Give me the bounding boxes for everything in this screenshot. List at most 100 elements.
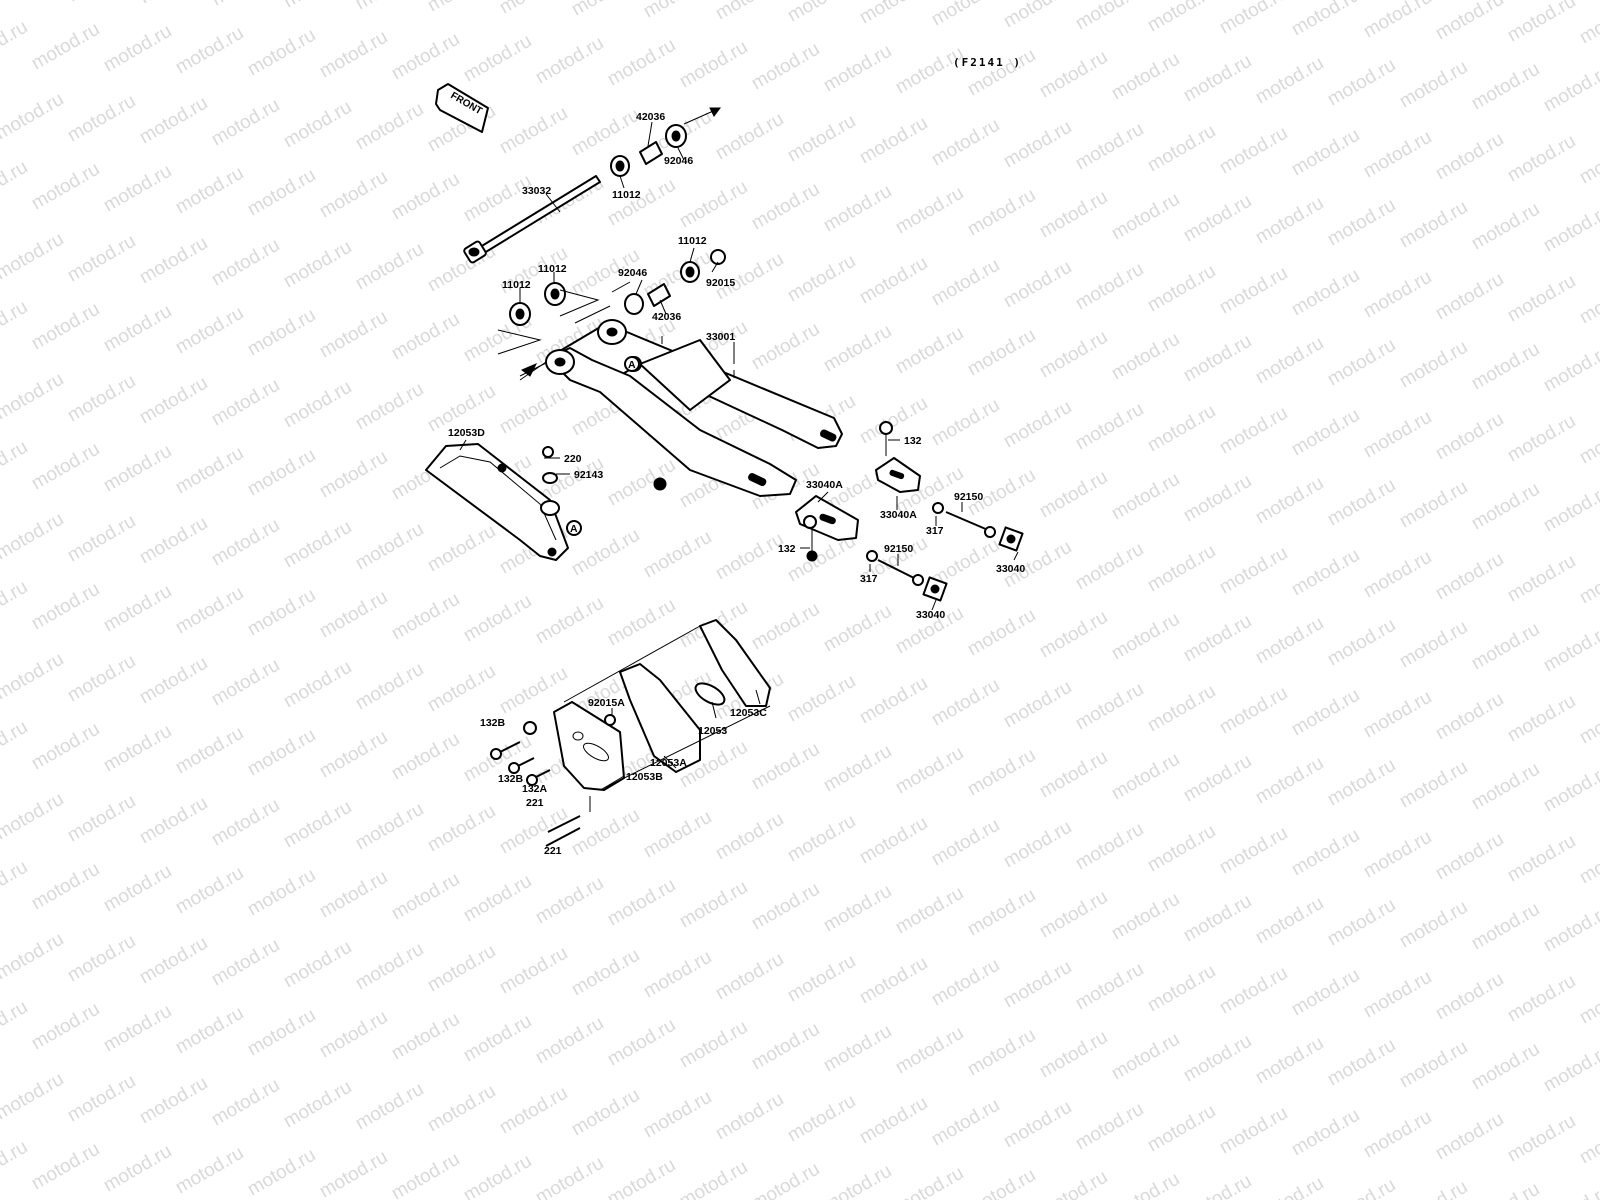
watermark-text: motod.ru (964, 185, 1039, 241)
watermark-text: motod.ru (1144, 401, 1219, 457)
watermark-text: motod.ru (640, 1087, 715, 1143)
swingarm-pivot-shaft (463, 175, 601, 264)
watermark-text: motod.ru (0, 577, 31, 633)
watermark-text: motod.ru (1216, 123, 1291, 179)
watermark-text: motod.ru (1252, 1033, 1327, 1089)
watermark-text: motod.ru (892, 183, 967, 239)
watermark-text: motod.ru (748, 319, 823, 375)
watermark-text: motod.ru (1288, 0, 1363, 40)
watermark-text: motod.ru (820, 1161, 895, 1200)
watermark-text: motod.ru (1216, 543, 1291, 599)
watermark-text: motod.ru (604, 455, 679, 511)
watermark-text: motod.ru (964, 45, 1039, 101)
watermark-text: motod.ru (1432, 549, 1507, 605)
watermark-text: motod.ru (0, 1137, 31, 1193)
watermark-text: motod.ru (64, 511, 139, 567)
watermark-text: motod.ru (280, 237, 355, 293)
watermark-text: motod.ru (1108, 749, 1183, 805)
watermark-text: motod.ru (1216, 263, 1291, 319)
watermark-text: motod.ru (1360, 547, 1435, 603)
watermark-text: motod.ru (820, 41, 895, 97)
watermark-text: motod.ru (1360, 687, 1435, 743)
watermark-text: motod.ru (244, 585, 319, 641)
watermark-text: motod.ru (1504, 1111, 1579, 1167)
watermark-text: motod.ru (532, 873, 607, 929)
watermark-text: motod.ru (28, 1139, 103, 1195)
watermark-text: motod.ru (28, 19, 103, 75)
watermark-text: motod.ru (1000, 1097, 1075, 1153)
watermark-text: motod.ru (100, 1141, 175, 1197)
watermark-text: motod.ru (1036, 607, 1111, 663)
reference-mark-a-lower: A (570, 523, 578, 535)
watermark-text: motod.ru (1576, 973, 1600, 1029)
watermark-text: motod.ru (1360, 0, 1435, 42)
watermark-text: motod.ru (280, 0, 355, 12)
watermark-text: motod.ru (1324, 615, 1399, 671)
watermark-text: motod.ru (1360, 1107, 1435, 1163)
watermark-text: motod.ru (172, 863, 247, 919)
watermark-text: motod.ru (1000, 817, 1075, 873)
watermark-text: motod.ru (244, 1145, 319, 1200)
watermark-text: motod.ru (892, 323, 967, 379)
watermark-text: motod.ru (424, 0, 499, 16)
watermark-text: motod.ru (100, 721, 175, 777)
callout-12053c: 12053C (730, 707, 767, 719)
chain-adjusters (795, 421, 1024, 602)
watermark-text: motod.ru (1036, 1027, 1111, 1083)
watermark-text: motod.ru (1324, 335, 1399, 391)
watermark-text: motod.ru (640, 807, 715, 863)
watermark-text: motod.ru (388, 1149, 463, 1200)
watermark-text: motod.ru (244, 305, 319, 361)
watermark-text: motod.ru (1288, 1105, 1363, 1161)
watermark-text: motod.ru (1036, 47, 1111, 103)
watermark-text: motod.ru (928, 0, 1003, 30)
watermark-text: motod.ru (1144, 0, 1219, 36)
watermark-text: motod.ru (496, 0, 571, 18)
watermark-text: motod.ru (1324, 1175, 1399, 1200)
watermark-text: motod.ru (1504, 271, 1579, 327)
watermark-text: motod.ru (0, 649, 67, 705)
watermark-text: motod.ru (820, 321, 895, 377)
watermark-text: motod.ru (1072, 1099, 1147, 1155)
watermark-text: motod.ru (892, 1163, 967, 1200)
watermark-text: motod.ru (1036, 1167, 1111, 1200)
watermark-text: motod.ru (208, 95, 283, 151)
watermark-text: motod.ru (0, 717, 31, 773)
watermark-text: motod.ru (856, 1093, 931, 1149)
watermark-text: motod.ru (1540, 481, 1600, 537)
watermark-text: motod.ru (748, 179, 823, 235)
watermark-text: motod.ru (496, 103, 571, 159)
watermark-text: motod.ru (712, 949, 787, 1005)
watermark-text: motod.ru (64, 231, 139, 287)
watermark-text: motod.ru (208, 935, 283, 991)
watermark-text: motod.ru (496, 943, 571, 999)
watermark-text: motod.ru (28, 439, 103, 495)
swingarm (545, 319, 843, 497)
watermark-text: motod.ru (0, 437, 31, 493)
watermark-text: motod.ru (136, 93, 211, 149)
watermark-text: motod.ru (1252, 53, 1327, 109)
watermark-text: motod.ru (856, 813, 931, 869)
watermark-text: motod.ru (964, 745, 1039, 801)
watermark-text: motod.ru (1576, 693, 1600, 749)
watermark-text: motod.ru (1468, 339, 1543, 395)
watermark-text: motod.ru (388, 589, 463, 645)
watermark-text: motod.ru (100, 1001, 175, 1057)
watermark-text: motod.ru (1576, 413, 1600, 469)
watermark-text: motod.ru (208, 0, 283, 10)
watermark-text: motod.ru (28, 719, 103, 775)
watermark-text: motod.ru (100, 441, 175, 497)
watermark-text: motod.ru (1252, 473, 1327, 529)
watermark-text: motod.ru (1360, 127, 1435, 183)
watermark-text: motod.ru (568, 1085, 643, 1141)
watermark-text: motod.ru (1396, 477, 1471, 533)
watermark-text: motod.ru (892, 1023, 967, 1079)
watermark-text: motod.ru (100, 581, 175, 637)
watermark-text: motod.ru (784, 951, 859, 1007)
watermark-text: motod.ru (640, 0, 715, 22)
watermark-text: motod.ru (748, 1159, 823, 1200)
watermark-text: motod.ru (1288, 685, 1363, 741)
watermark-text: motod.ru (100, 161, 175, 217)
watermark-text: motod.ru (1432, 829, 1507, 885)
